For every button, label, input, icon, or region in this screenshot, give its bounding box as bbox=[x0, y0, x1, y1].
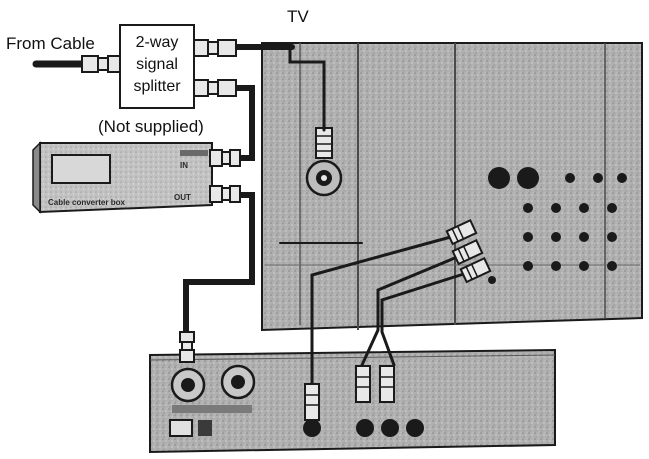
vcr-rear-panel bbox=[149, 348, 556, 454]
splitter-label-line1: 2-way bbox=[136, 34, 179, 51]
signal-splitter: 2-way signal splitter bbox=[119, 24, 195, 109]
from-cable-label: From Cable bbox=[6, 34, 95, 53]
not-supplied-label: (Not supplied) bbox=[98, 117, 204, 136]
cable-converter-box bbox=[32, 141, 213, 214]
splitter-label-line2: signal bbox=[136, 56, 178, 73]
coax-connectors bbox=[81, 39, 241, 363]
converter-in-label: IN bbox=[180, 161, 188, 170]
splitter-label-line3: splitter bbox=[133, 78, 181, 95]
cables bbox=[32, 44, 472, 387]
converter-name-label: Cable converter box bbox=[48, 198, 125, 207]
converter-out-label: OUT bbox=[174, 193, 191, 202]
tv-antenna-jack bbox=[305, 127, 343, 197]
rca-plugs bbox=[304, 218, 492, 421]
tv-label: TV bbox=[287, 7, 309, 26]
tv-rear-panel bbox=[261, 42, 643, 332]
